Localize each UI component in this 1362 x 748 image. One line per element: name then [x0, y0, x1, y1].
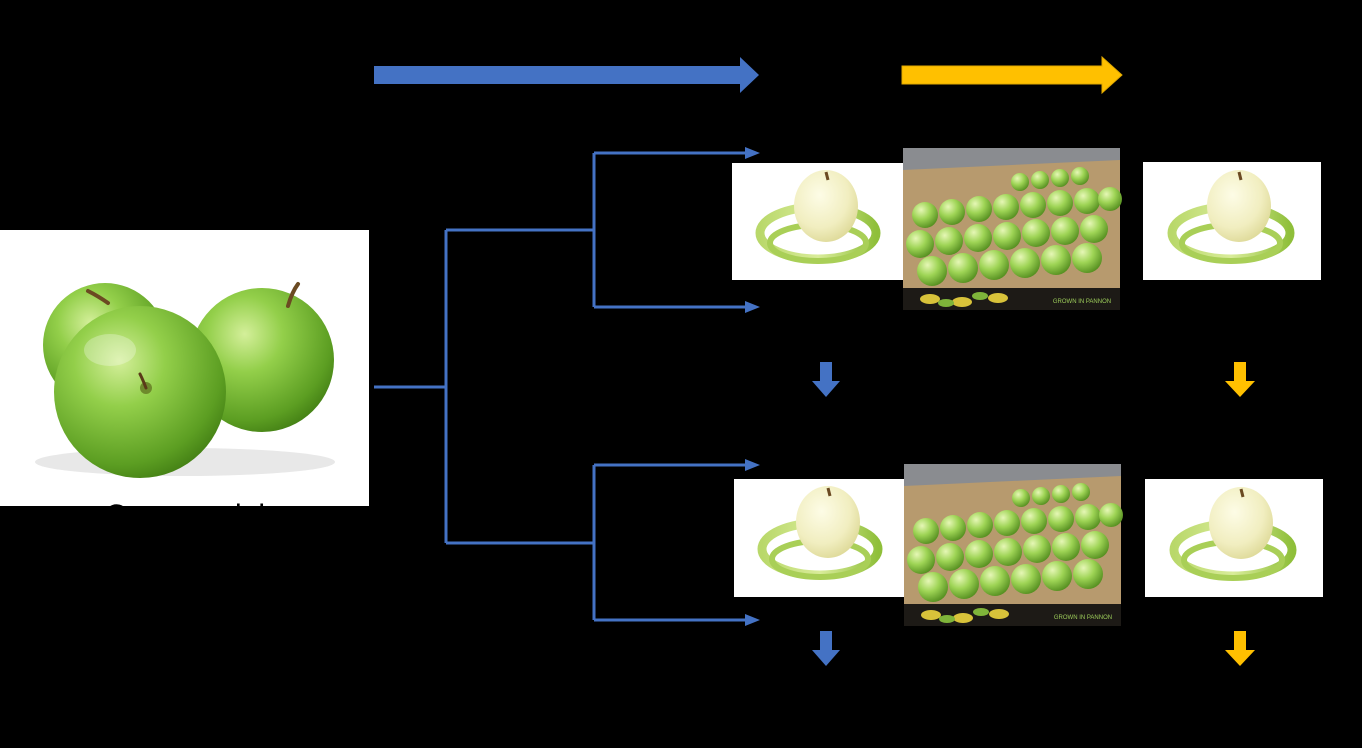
blue-down-arrow — [812, 362, 840, 666]
crate-print: GROWN IN PANNON — [1054, 615, 1112, 621]
blue-process-arrow — [374, 57, 759, 93]
apple-crate-photo: GROWN IN PANNON — [904, 464, 1123, 626]
apple-crate-photo: GROWN IN PANNON — [903, 148, 1122, 310]
peeled-apple-photo — [734, 479, 906, 597]
crate-print: GROWN IN PANNON — [1053, 299, 1111, 305]
branch-connector — [374, 151, 748, 622]
peeled-apple-photo — [732, 163, 904, 280]
yellow-process-arrow — [901, 55, 1123, 95]
branch-arrowheads — [745, 147, 760, 626]
yellow-down-arrow — [1225, 362, 1255, 666]
peeled-apple-photo — [1145, 479, 1323, 597]
peeled-apple-photo — [1143, 162, 1321, 280]
apples-caption: Commercial — [105, 499, 265, 532]
green-apples-photo — [0, 230, 369, 506]
